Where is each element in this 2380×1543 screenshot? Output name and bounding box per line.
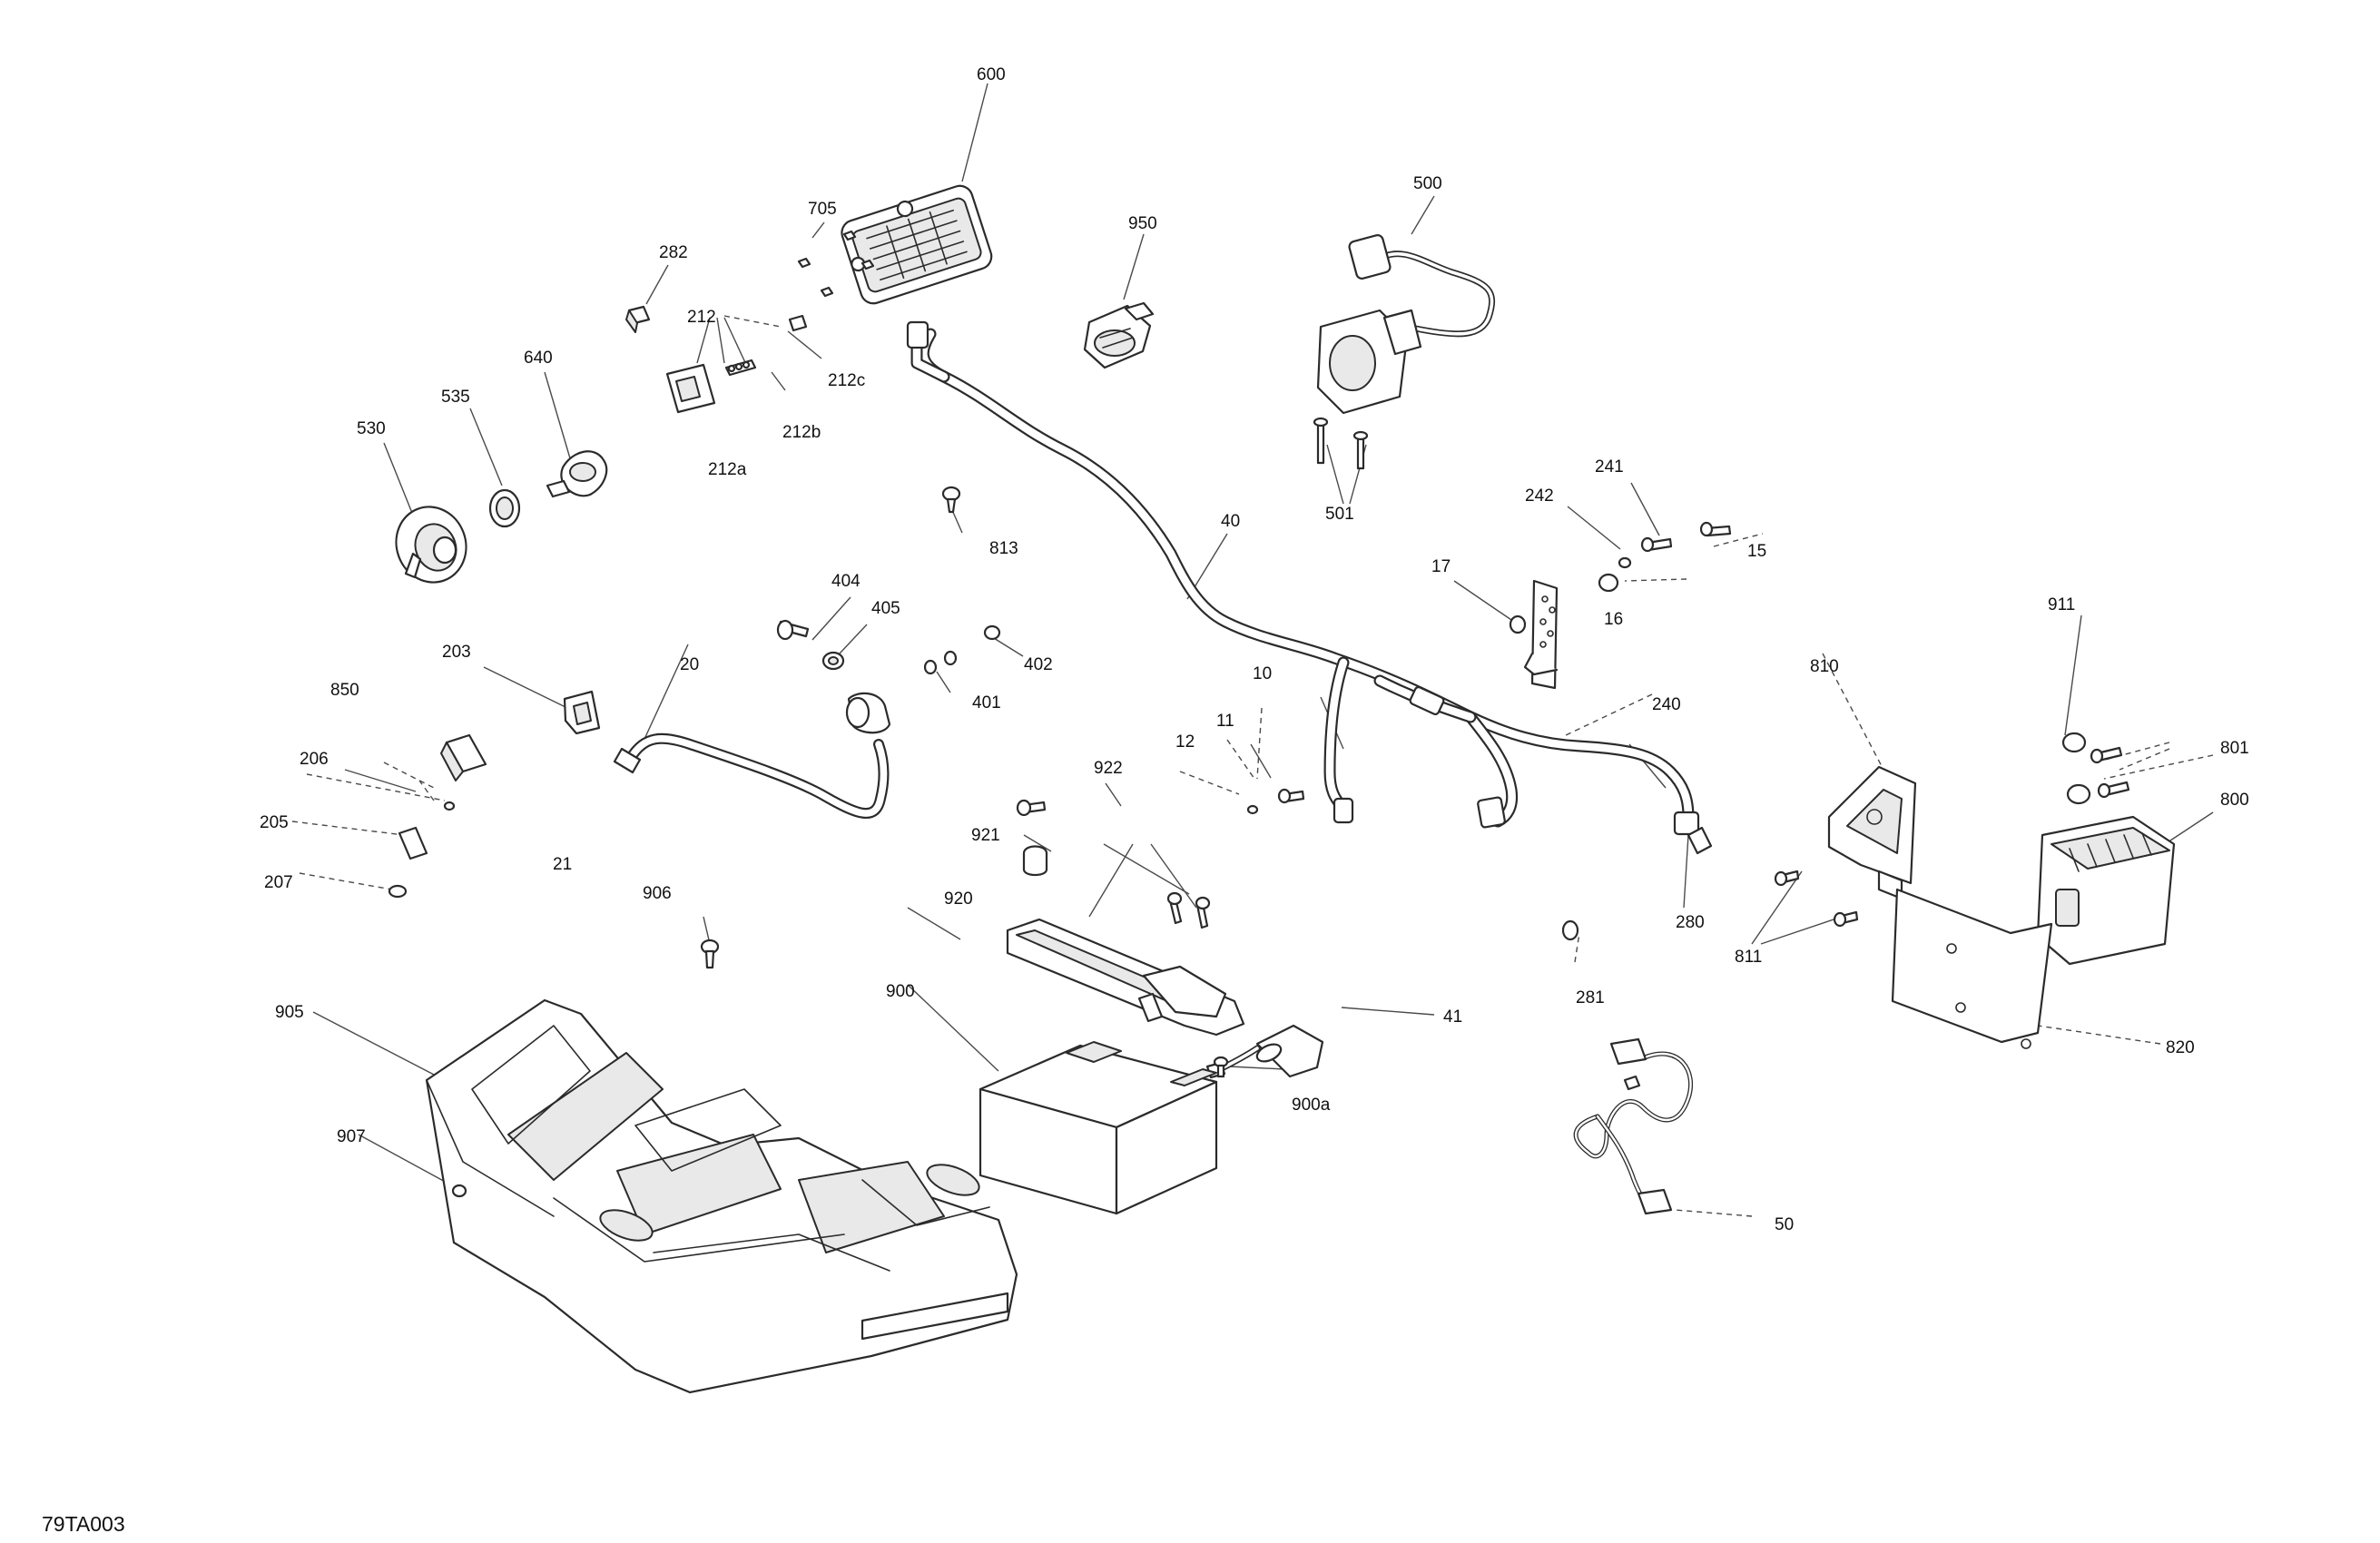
connector-212-group <box>665 314 808 414</box>
negative-battery-cable <box>1205 1024 1324 1079</box>
callout-206: 206 <box>300 750 329 769</box>
callout-203: 203 <box>442 643 471 662</box>
callout-906: 906 <box>643 884 672 903</box>
callout-11: 11 <box>1216 712 1234 731</box>
callout-640: 640 <box>524 349 553 368</box>
module-plate <box>1891 888 2053 1049</box>
fuse-box-screws <box>797 230 875 298</box>
callout-212a: 212a <box>708 460 747 479</box>
positive-battery-cable <box>613 692 891 819</box>
callout-212: 212 <box>687 308 716 327</box>
callout-280: 280 <box>1676 913 1705 932</box>
callout-41: 41 <box>1443 1007 1462 1027</box>
switch-harness <box>1316 234 1496 415</box>
callout-705: 705 <box>808 200 837 219</box>
callout-530: 530 <box>357 419 386 438</box>
callout-800: 800 <box>2220 791 2249 810</box>
fuse-box <box>841 184 993 305</box>
callout-850: 850 <box>330 681 359 700</box>
callout-205: 205 <box>260 813 289 832</box>
small-fasteners <box>388 801 456 899</box>
callout-10: 10 <box>1253 664 1272 683</box>
callout-12: 12 <box>1175 732 1195 752</box>
callout-900a: 900a <box>1292 1096 1331 1115</box>
callout-40: 40 <box>1221 512 1240 531</box>
battery-holddown-hardware <box>1016 799 1211 929</box>
callout-15: 15 <box>1747 542 1766 561</box>
callout-405: 405 <box>871 599 900 618</box>
ground-hardware <box>1246 788 1305 815</box>
callout-16: 16 <box>1604 610 1623 629</box>
harness-bracket <box>1523 579 1559 690</box>
sensor-harness <box>1573 1037 1694 1215</box>
power-outlet <box>395 506 467 584</box>
battery-holddown-strap <box>1006 918 1245 1037</box>
harness-clips <box>1561 826 1859 941</box>
callout-907: 907 <box>337 1127 366 1146</box>
callout-922: 922 <box>1094 759 1123 778</box>
callout-535: 535 <box>441 388 470 407</box>
battery <box>979 1041 1218 1215</box>
callout-20: 20 <box>680 655 699 674</box>
control-module <box>2036 815 2176 966</box>
callout-911: 911 <box>2048 595 2075 614</box>
callout-401: 401 <box>972 693 1001 713</box>
callout-404: 404 <box>831 572 861 591</box>
callout-811: 811 <box>1735 948 1762 967</box>
callout-labels: 600 705 950 500 282 212 212c 212b 212a 6… <box>260 65 2249 1234</box>
callout-820: 820 <box>2166 1038 2195 1057</box>
callout-207: 207 <box>264 873 293 892</box>
battery-cable-hardware <box>776 619 1001 675</box>
module-hardware <box>2061 732 2130 805</box>
callout-281: 281 <box>1576 988 1605 1007</box>
callout-500: 500 <box>1413 174 1442 193</box>
socket-connector <box>1083 301 1155 369</box>
callout-241: 241 <box>1595 457 1624 477</box>
callout-242: 242 <box>1525 486 1554 506</box>
bolt-906 <box>700 939 720 969</box>
callout-21: 21 <box>553 855 572 874</box>
connector-640 <box>546 450 608 498</box>
callout-600: 600 <box>977 65 1006 84</box>
module-bracket <box>1827 765 1917 900</box>
callout-282: 282 <box>659 243 688 262</box>
figure-code: 79TA003 <box>42 1512 125 1536</box>
connector-block-850 <box>440 733 487 781</box>
callout-402: 402 <box>1024 655 1053 674</box>
relay-bolts <box>1313 417 1369 470</box>
callout-17: 17 <box>1431 557 1451 576</box>
callout-950: 950 <box>1128 214 1157 233</box>
main-wiring-harness <box>906 320 1700 836</box>
callout-801: 801 <box>2220 739 2249 758</box>
harness-clip <box>625 305 651 333</box>
callout-810: 810 <box>1810 657 1839 676</box>
callout-921: 921 <box>971 826 1000 845</box>
bracket-hardware <box>1509 521 1732 634</box>
battery-tray <box>425 998 1018 1394</box>
callout-501: 501 <box>1325 505 1354 524</box>
clip-203 <box>563 690 601 735</box>
callout-212c: 212c <box>828 371 865 390</box>
terminal-bolt <box>1213 1056 1229 1078</box>
callout-900: 900 <box>886 982 915 1001</box>
tray-nut <box>451 1184 467 1198</box>
callout-212b: 212b <box>782 423 821 442</box>
callout-920: 920 <box>944 889 973 909</box>
grommet <box>488 488 521 528</box>
callout-905: 905 <box>275 1003 304 1022</box>
callout-813: 813 <box>989 539 1018 558</box>
bolt-813 <box>941 486 961 514</box>
callout-240: 240 <box>1652 695 1681 714</box>
callout-50: 50 <box>1775 1215 1794 1234</box>
